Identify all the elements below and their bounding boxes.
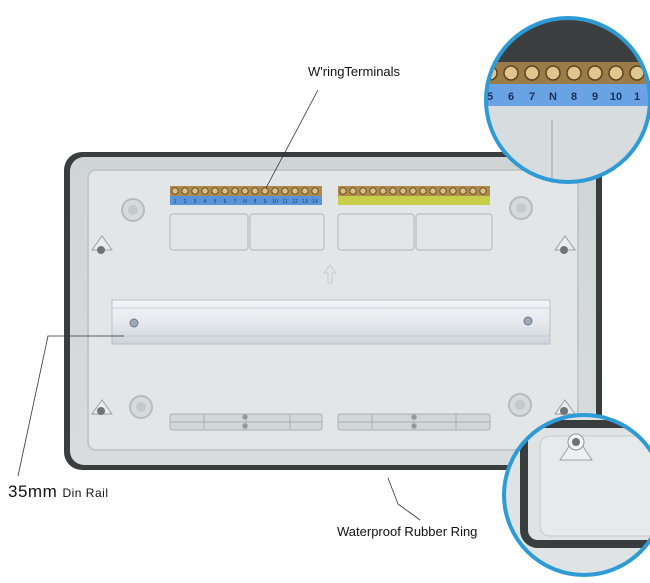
terminal-screw	[439, 187, 447, 195]
terminal-screw	[291, 187, 299, 195]
terminal-screw	[301, 187, 309, 195]
terminal-number: N	[549, 91, 557, 103]
screw-posts	[121, 196, 533, 419]
vent-grilles	[169, 413, 491, 431]
terminal-screw	[231, 187, 239, 195]
terminal-number: 9	[264, 199, 267, 205]
terminal-screw	[349, 187, 357, 195]
terminal-screw	[566, 65, 582, 81]
mounting-lugs	[91, 235, 576, 415]
rubber-ring-label: Waterproof Rubber Ring	[337, 524, 478, 539]
terminal-number: 8	[254, 199, 257, 205]
din-rail	[111, 299, 551, 345]
terminal-screw	[271, 187, 279, 195]
knockout-panels	[169, 213, 493, 251]
terminal-screw	[545, 65, 561, 81]
terminal-screw	[181, 187, 189, 195]
terminal-screw	[359, 187, 367, 195]
terminal-number: 7	[234, 199, 237, 205]
terminal-number: 1	[634, 91, 640, 103]
terminal-number: 5	[487, 91, 493, 103]
din-rail-label: 35mm Din Rail	[8, 482, 108, 502]
rubber-ring-zoom-inset	[502, 413, 650, 577]
terminal-screw	[241, 187, 249, 195]
terminal-number: 7	[529, 91, 535, 103]
terminal-number: 8	[571, 91, 577, 103]
terminal-screw	[429, 187, 437, 195]
terminal-number: 2	[184, 199, 187, 205]
terminal-screw	[369, 187, 377, 195]
terminal-screw	[281, 187, 289, 195]
terminal-screw	[171, 187, 179, 195]
terminal-number: 10	[272, 199, 278, 205]
terminal-number: 5	[214, 199, 217, 205]
wiring-terminals-label: W'ringTerminals	[308, 64, 401, 79]
terminal-screw	[608, 65, 624, 81]
terminal-screw	[469, 187, 477, 195]
din-rail-size: 35mm	[8, 482, 58, 501]
terminal-screw	[339, 187, 347, 195]
din-rail-text: Din Rail	[62, 486, 109, 500]
terminal-number: 3	[194, 199, 197, 205]
terminal-number: 14	[312, 199, 318, 205]
terminal-number: 4	[204, 199, 207, 205]
up-arrow-marking	[323, 264, 337, 284]
terminal-screw	[409, 187, 417, 195]
terminal-screw	[311, 187, 319, 195]
terminal-number: 6	[224, 199, 227, 205]
terminal-screw	[389, 187, 397, 195]
terminal-screw	[201, 187, 209, 195]
terminal-number: 1	[174, 199, 177, 205]
terminal-screw	[419, 187, 427, 195]
terminal-screw	[503, 65, 519, 81]
terminal-screw	[399, 187, 407, 195]
terminal-number: 11	[282, 199, 287, 205]
terminal-number: 12	[292, 199, 298, 205]
terminal-number: N	[243, 199, 247, 205]
terminal-number: 9	[592, 91, 598, 103]
terminal-screw	[587, 65, 603, 81]
callout-leaders	[17, 89, 421, 521]
terminal-screw	[191, 187, 199, 195]
terminal-screw	[479, 187, 487, 195]
terminal-number: 10	[610, 91, 622, 103]
terminal-screw	[379, 187, 387, 195]
terminal-screw	[261, 187, 269, 195]
terminal-strip-earth	[338, 186, 490, 205]
terminal-screw	[221, 187, 229, 195]
terminal-screw	[459, 187, 467, 195]
terminal-screw	[211, 187, 219, 195]
terminal-screw	[524, 65, 540, 81]
terminal-number: 6	[508, 91, 514, 103]
terminal-number: 13	[302, 199, 308, 205]
terminal-screw	[449, 187, 457, 195]
terminal-screw	[251, 187, 259, 195]
